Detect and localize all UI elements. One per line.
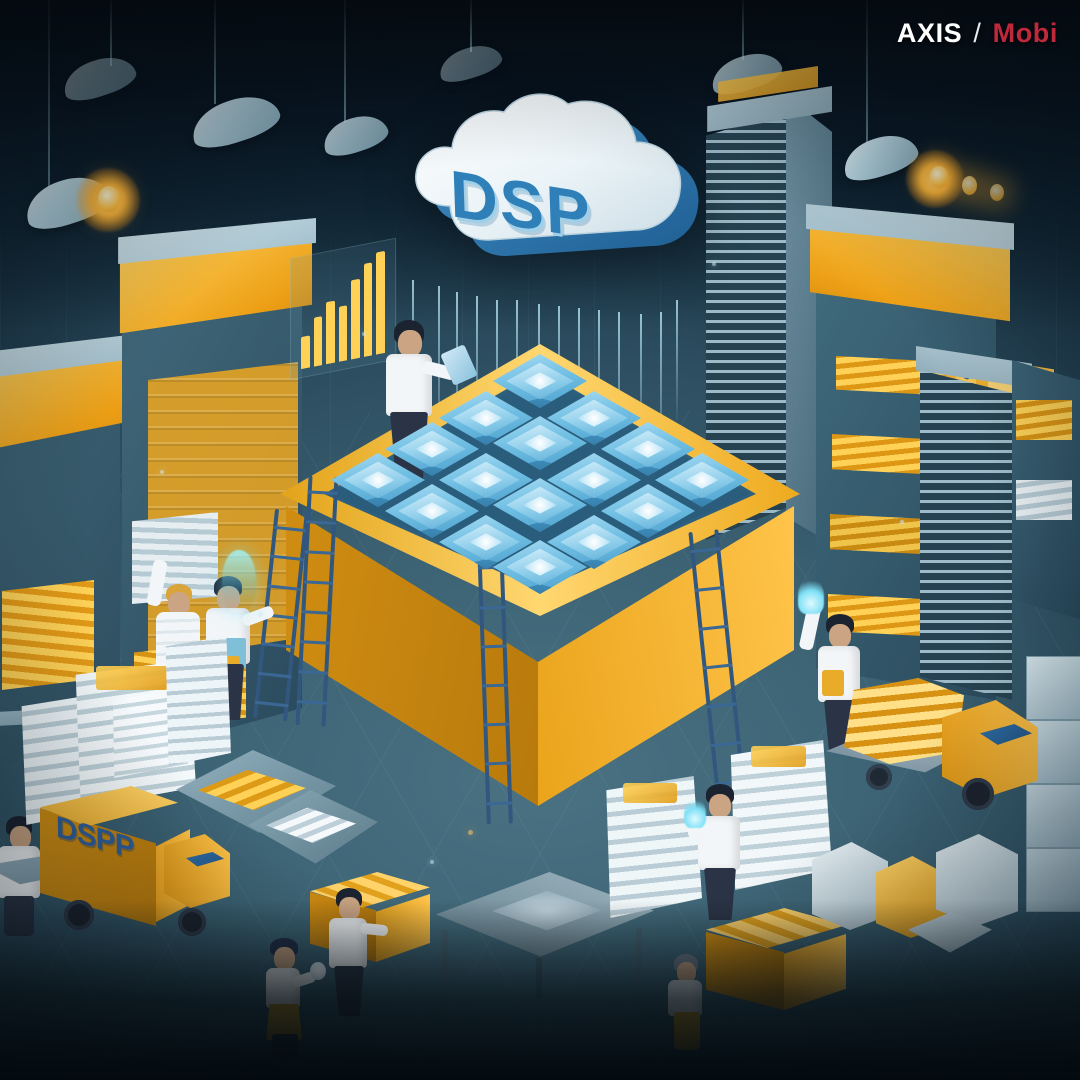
brand-name-secondary: Mobi [992, 18, 1058, 48]
bottom-fade-overlay [0, 900, 1080, 1080]
brand-logo: AXIS / Mobi [897, 18, 1058, 49]
brand-name-primary: AXIS [896, 18, 963, 48]
chip-grid [280, 344, 800, 616]
brand-separator: / [973, 18, 982, 48]
